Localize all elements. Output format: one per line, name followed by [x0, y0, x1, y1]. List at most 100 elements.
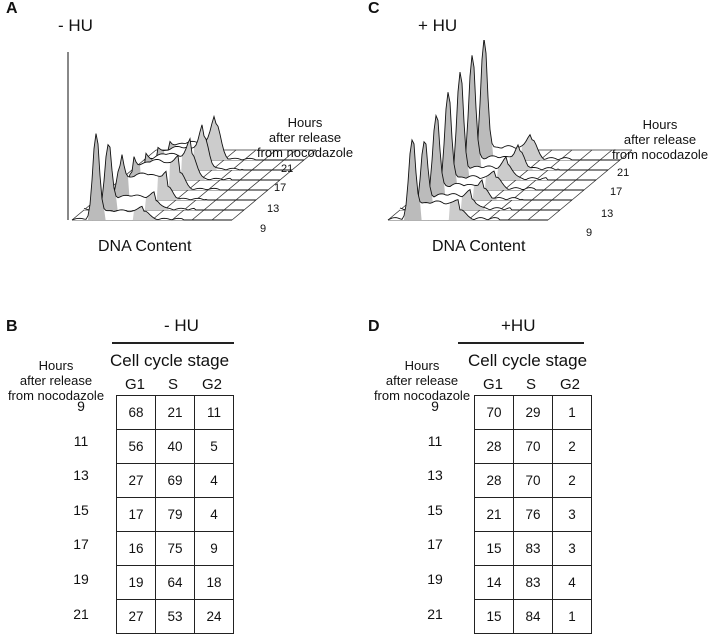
floor-grid-line: [211, 149, 297, 221]
panel-letter-d: D: [368, 318, 380, 335]
hours-title-line: Hours: [642, 117, 678, 132]
depth-tick: 21: [281, 163, 294, 175]
table-cell-s: 70: [513, 463, 553, 498]
g2-peak-fill: [156, 171, 181, 200]
row-label-hour: 15: [427, 501, 443, 518]
g2-peak-fill: [204, 116, 229, 160]
depth-tick: 21: [617, 167, 630, 179]
table-cell-g1: 70: [474, 395, 514, 430]
condition-label-a: - HU: [58, 16, 93, 35]
histogram-trace-13h: [95, 154, 256, 201]
histogram-trace-21h: [459, 40, 620, 161]
row-label-hour: 21: [427, 605, 443, 622]
histogram-plot-c: [387, 40, 633, 221]
row-title-line: after release: [19, 373, 93, 388]
g1-peak-fill: [404, 140, 422, 220]
row-title-d: Hours after release from nocodazole: [372, 358, 472, 403]
histogram-trace-19h: [447, 55, 608, 171]
row-label-hour: 17: [73, 536, 89, 553]
histogram-trace-15h: [423, 92, 584, 191]
row-label-hour: 17: [427, 536, 443, 553]
g1-peak-fill: [112, 154, 130, 200]
table-cell-s: 69: [155, 463, 195, 498]
g1-peak-fill: [452, 72, 470, 180]
floor-grid-line: [547, 149, 633, 221]
histogram-trace-13h: [411, 113, 572, 201]
row-title-line: from nocodazole: [373, 388, 471, 403]
table-cell-g1: 68: [116, 395, 156, 430]
g2-peak-fill: [192, 124, 217, 170]
hours-title-a: Hours after release from nocodazole: [240, 115, 370, 160]
table-cell-s: 21: [155, 395, 195, 430]
g2-peak-fill: [508, 144, 533, 170]
histogram-trace-21h: [143, 114, 304, 161]
row-title-line: Hours: [38, 358, 74, 373]
condition-label-c: + HU: [418, 16, 458, 35]
depth-tick: 17: [610, 186, 623, 198]
row-title-line: Hours: [404, 358, 440, 373]
depth-tick: 17: [274, 182, 287, 194]
row-title-line: after release: [385, 373, 459, 388]
histogram-trace-11h: [83, 143, 244, 211]
table-cell-g1: 17: [116, 497, 156, 532]
column-header-s: S: [525, 376, 536, 393]
x-axis-title-c: DNA Content: [432, 238, 526, 255]
row-label-hour: 15: [73, 501, 89, 518]
table-cell-g1: 28: [474, 429, 514, 464]
row-label-hour: 9: [431, 398, 439, 414]
row-label-hour: 13: [73, 467, 89, 484]
g2-peak-fill: [132, 206, 157, 220]
histogram-backing: [96, 154, 256, 200]
floor-grid-line: [231, 149, 317, 221]
table-cell-g1: 56: [116, 429, 156, 464]
g1-peak-fill: [476, 40, 494, 160]
table-cell-g1: 21: [474, 497, 514, 532]
condition-rule-b: [112, 342, 234, 344]
table-cell-g2: 9: [194, 531, 234, 566]
histogram-plot-a: [67, 52, 317, 221]
floor-grid-line: [487, 149, 573, 221]
row-title-line: from nocodazole: [7, 388, 105, 403]
table-cell-s: 76: [513, 497, 553, 532]
row-label-hour: 11: [427, 432, 443, 449]
g2-peak-fill: [520, 134, 545, 160]
column-header-g2: G2: [201, 376, 222, 393]
row-label-hour: 9: [77, 398, 85, 414]
depth-tick: 9: [260, 223, 267, 235]
hours-title-line: from nocodazole: [611, 147, 709, 162]
hours-title-line: after release: [268, 130, 342, 145]
g1-peak-fill: [440, 92, 458, 190]
x-axis-title-a: DNA Content: [98, 238, 192, 255]
condition-label-b: - HU: [164, 316, 199, 335]
table-cell-s: 64: [155, 565, 195, 600]
table-cell-g2: 3: [552, 531, 592, 566]
g1-peak-fill: [464, 55, 482, 170]
table-cell-s: 40: [155, 429, 195, 464]
table-cell-s: 75: [155, 531, 195, 566]
row-label-hour: 13: [427, 467, 443, 484]
table-cell-g2: 2: [552, 463, 592, 498]
histogram-trace-17h: [435, 72, 596, 181]
column-header-s: S: [167, 376, 178, 393]
floor-grid-line: [527, 149, 613, 221]
column-header-g1: G1: [124, 376, 145, 393]
g1-peak-fill: [428, 115, 446, 200]
table-cell-g2: 4: [194, 463, 234, 498]
depth-tick: 9: [586, 227, 593, 239]
table-cell-s: 83: [513, 531, 553, 566]
panel-letter-a: A: [6, 0, 18, 17]
row-label-hour: 19: [427, 571, 443, 587]
g2-peak-fill: [472, 180, 497, 200]
table-cell-g2: 3: [552, 497, 592, 532]
table-cell-g1: 27: [116, 463, 156, 498]
histogram-trace-17h: [119, 137, 280, 181]
